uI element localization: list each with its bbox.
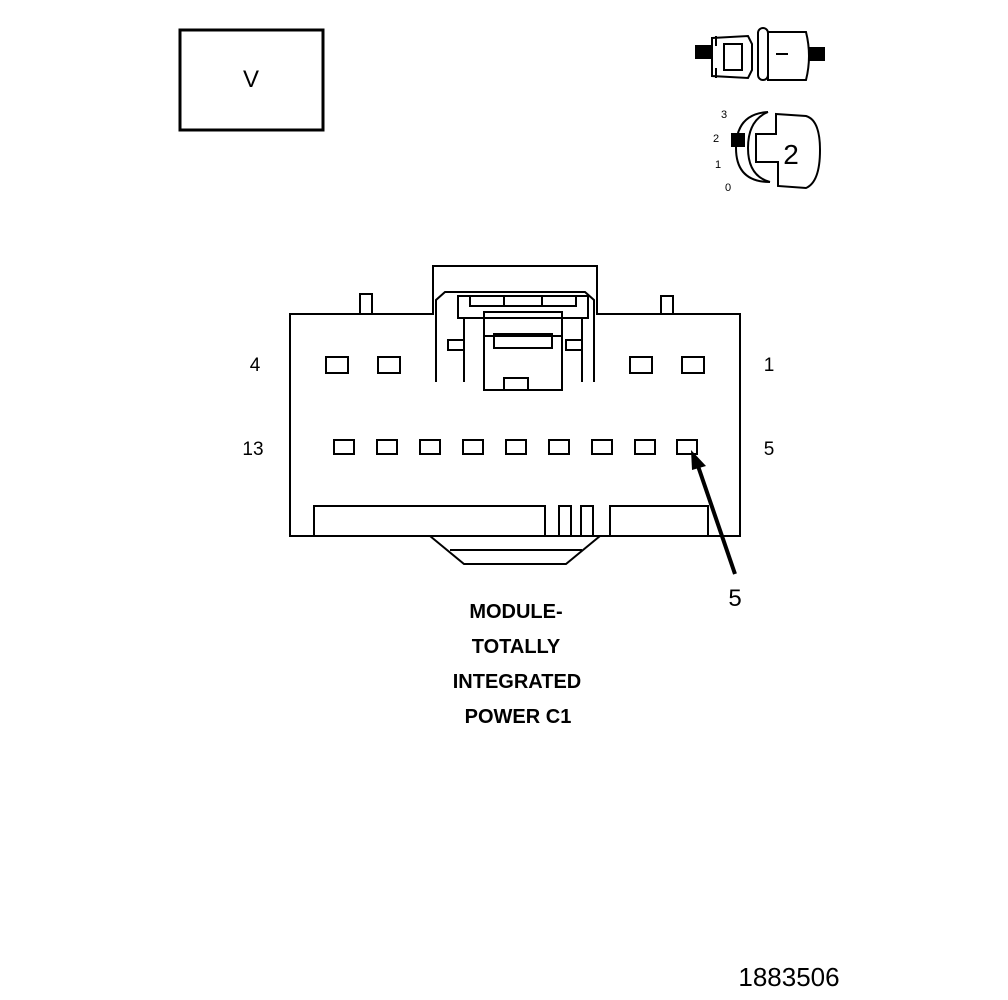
terminal-row-bottom <box>333 439 698 455</box>
key-position-icon: 3 2 1 0 2 <box>713 109 822 194</box>
key-position-number: 2 <box>783 139 799 170</box>
caption-line-4: POWER C1 <box>465 706 572 728</box>
pin-label-1: 1 <box>764 355 775 376</box>
connector-face <box>289 265 741 565</box>
locking-latch <box>435 291 595 391</box>
key-scale-2: 2 <box>713 133 719 145</box>
view-label: V <box>243 66 259 93</box>
caption-line-1: MODULE- <box>469 601 562 623</box>
key-scale-3: 3 <box>721 109 727 121</box>
pin-label-4: 4 <box>250 355 261 376</box>
caption-line-3: INTEGRATED <box>453 671 582 693</box>
pin-label-5: 5 <box>764 439 775 460</box>
callout-arrow <box>691 450 737 575</box>
view-box: V <box>178 28 325 132</box>
caption-line-2: TOTALLY <box>472 636 561 658</box>
callout-label: 5 <box>728 585 741 612</box>
connector-caption: MODULE- TOTALLY INTEGRATED POWER C1 <box>453 601 582 728</box>
pin-label-13: 13 <box>242 439 263 460</box>
key-scale-0: 0 <box>725 182 731 194</box>
terminal-row-top <box>325 356 705 374</box>
connector-side-icon <box>695 27 825 81</box>
figure-number: 1883506 <box>738 962 839 992</box>
lower-keying <box>313 505 709 565</box>
key-scale-1: 1 <box>715 159 721 171</box>
